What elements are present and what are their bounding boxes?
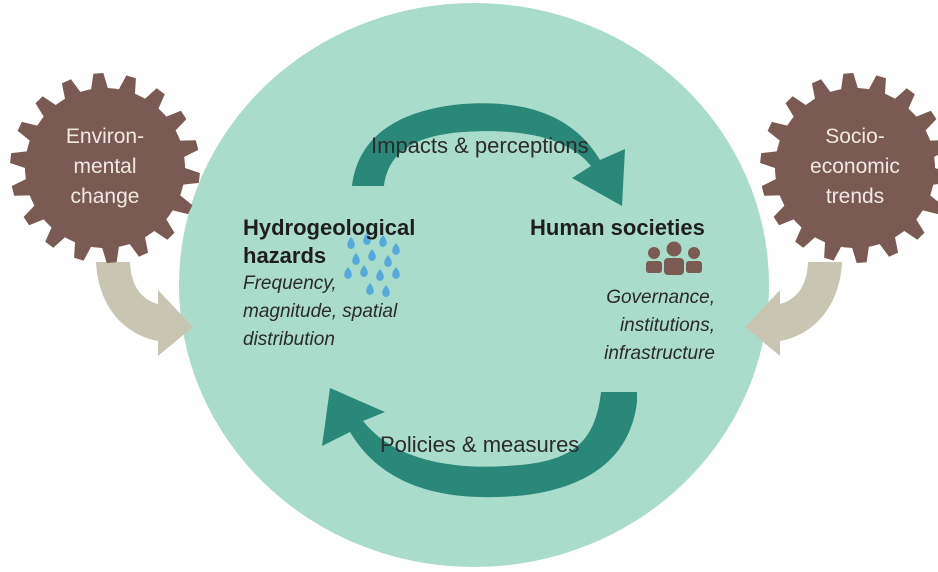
societies-desc-line: institutions, bbox=[619, 315, 715, 336]
hazards-desc-line: distribution bbox=[243, 329, 335, 350]
bottom-cycle-arrow bbox=[322, 388, 637, 498]
right-driver-line: trends bbox=[825, 185, 885, 208]
societies-title: Human societies bbox=[530, 215, 705, 240]
raindrop bbox=[368, 249, 376, 261]
right-gear-icon bbox=[760, 73, 938, 263]
raindrop bbox=[344, 267, 352, 279]
societies-node: Human societies bbox=[530, 214, 705, 242]
hazards-desc-line: magnitude, spatial bbox=[243, 301, 398, 322]
hazards-title-line1: Hydrogeological bbox=[243, 215, 416, 240]
raindrop bbox=[376, 269, 384, 281]
left-gear-icon bbox=[10, 73, 200, 263]
raindrop bbox=[363, 233, 371, 245]
raindrop bbox=[352, 253, 360, 265]
raindrop bbox=[379, 235, 387, 247]
hazards-title-line2: hazards bbox=[243, 243, 327, 268]
right-side-arrow bbox=[745, 262, 842, 356]
top-flow-label: Impacts & perceptions bbox=[371, 133, 589, 158]
raindrop bbox=[392, 243, 400, 255]
raindrop bbox=[347, 237, 355, 249]
societies-desc-line: Governance, bbox=[606, 287, 715, 308]
hazards-node: Hydrogeological hazards Frequency, magni… bbox=[243, 214, 415, 354]
bottom-flow-label: Policies & measures bbox=[380, 432, 580, 457]
left-driver-label: Environ- mental change bbox=[35, 122, 175, 212]
raindrop bbox=[384, 255, 392, 267]
left-driver-line: Environ- bbox=[65, 125, 145, 148]
right-driver-line: Socio- bbox=[825, 125, 885, 148]
raindrops-icon bbox=[344, 233, 400, 297]
societies-desc-line: infrastructure bbox=[604, 343, 715, 364]
raindrop bbox=[392, 267, 400, 279]
societies-desc: Governance, institutions, infrastructure bbox=[560, 284, 715, 368]
raindrop bbox=[366, 283, 374, 295]
top-cycle-arrow bbox=[316, 103, 625, 206]
left-driver-line: mental bbox=[73, 155, 137, 178]
raindrop bbox=[382, 285, 390, 297]
right-driver-line: economic bbox=[810, 155, 900, 178]
left-side-arrow bbox=[96, 262, 193, 356]
right-driver-label: Socio- economic trends bbox=[785, 122, 925, 212]
people-group-icon bbox=[646, 241, 702, 275]
raindrop bbox=[360, 265, 368, 277]
hazards-desc-line: Frequency, bbox=[243, 273, 337, 294]
left-driver-line: change bbox=[70, 185, 140, 208]
